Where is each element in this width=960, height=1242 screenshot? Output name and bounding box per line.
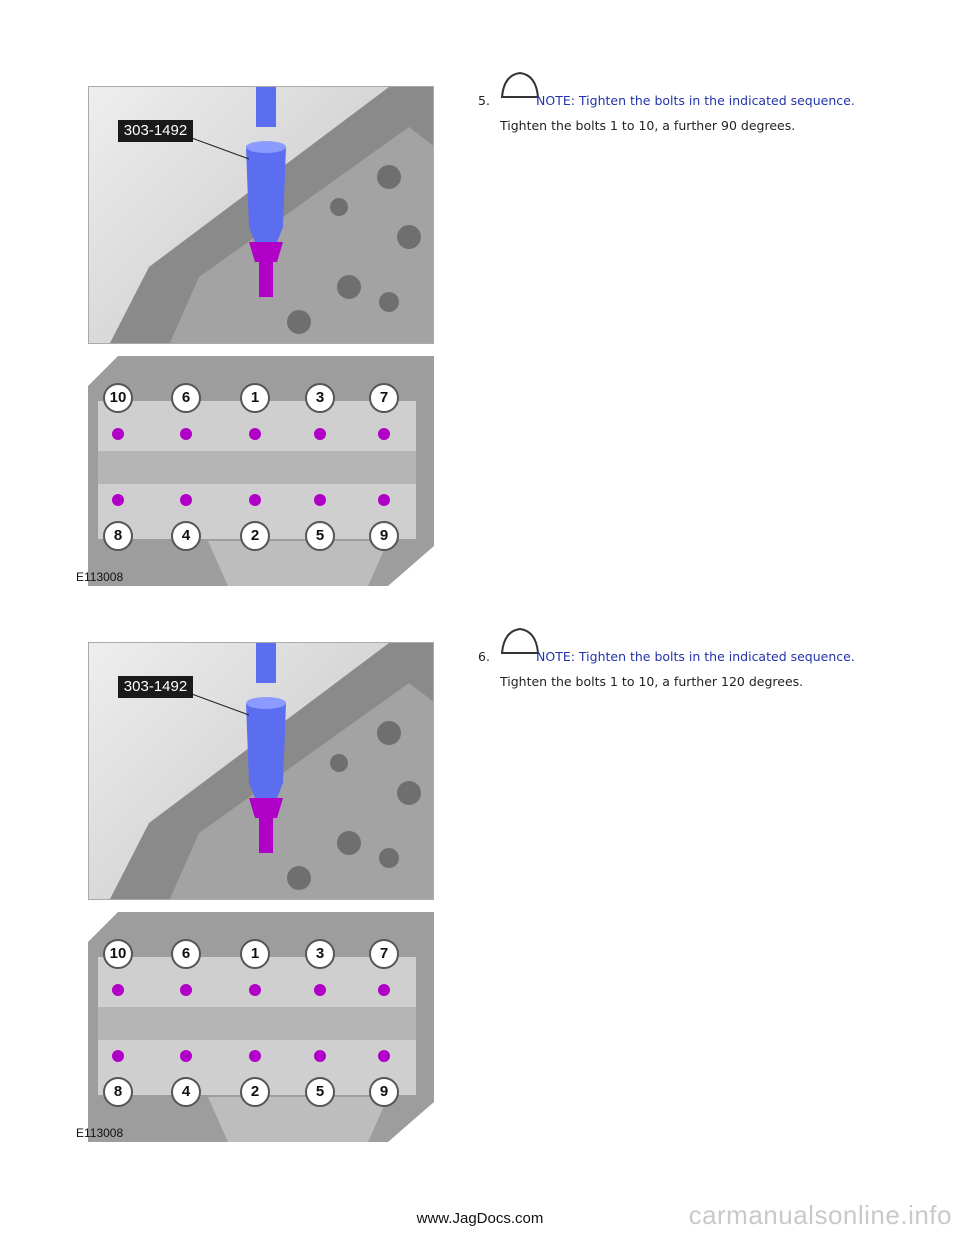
- bolt-label: 5: [315, 527, 325, 544]
- step-instruction: Tighten the bolts 1 to 10, a further 120…: [500, 674, 804, 689]
- bolt-label: 2: [250, 527, 260, 544]
- figure-code: E113008: [76, 570, 124, 584]
- watermark: carmanualsonline.info: [688, 1200, 952, 1230]
- tool-photo-step-5: [88, 86, 434, 344]
- bolt-label: 6: [181, 389, 191, 406]
- tool-photo-step-6: [88, 642, 434, 900]
- top-bolt-row: [103, 383, 399, 413]
- bolt-label: 4: [181, 1083, 191, 1100]
- bolt-label: 8: [113, 1083, 123, 1100]
- bottom-bolt-row: [103, 1077, 399, 1107]
- bolt-label: 4: [181, 527, 191, 544]
- bolt-label: 7: [379, 389, 389, 406]
- bolt-label: 10: [109, 945, 127, 962]
- step-instruction: Tighten the bolts 1 to 10, a further 90 …: [500, 118, 796, 133]
- bolt-label: 3: [315, 389, 325, 406]
- tool-number-label: 303-1492: [118, 676, 193, 698]
- bolt-label: 5: [315, 1083, 325, 1100]
- engine-block-illustration: [110, 87, 433, 343]
- engine-block-illustration: [110, 643, 433, 899]
- step-number: 6.: [478, 649, 490, 664]
- top-bolt-row: [103, 939, 399, 969]
- step-number: 5.: [478, 93, 490, 108]
- figure-code: E113008: [76, 1126, 124, 1140]
- source-link[interactable]: www.JagDocs.com: [416, 1210, 544, 1227]
- step-note: NOTE: Tighten the bolts in the indicated…: [536, 93, 855, 108]
- note-triangle-icon: [500, 627, 540, 654]
- bolt-label: 9: [379, 527, 389, 544]
- bolt-label: 9: [379, 1083, 389, 1100]
- bolt-label: 7: [379, 945, 389, 962]
- bolt-label: 1: [250, 389, 260, 406]
- step-5: 5. NOTE: Tighten the bolts in the indica…: [478, 71, 918, 153]
- bottom-bolt-row: [103, 521, 399, 551]
- bolt-label: 2: [250, 1083, 260, 1100]
- step-note: NOTE: Tighten the bolts in the indicated…: [536, 649, 855, 664]
- bolt-label: 6: [181, 945, 191, 962]
- step-6: 6. NOTE: Tighten the bolts in the indica…: [478, 627, 918, 709]
- bolt-label: 3: [315, 945, 325, 962]
- note-triangle-icon: [500, 71, 540, 98]
- bolt-label: 10: [109, 389, 127, 406]
- bolt-label: 8: [113, 527, 123, 544]
- tool-number-label: 303-1492: [118, 120, 193, 142]
- bolt-label: 1: [250, 945, 260, 962]
